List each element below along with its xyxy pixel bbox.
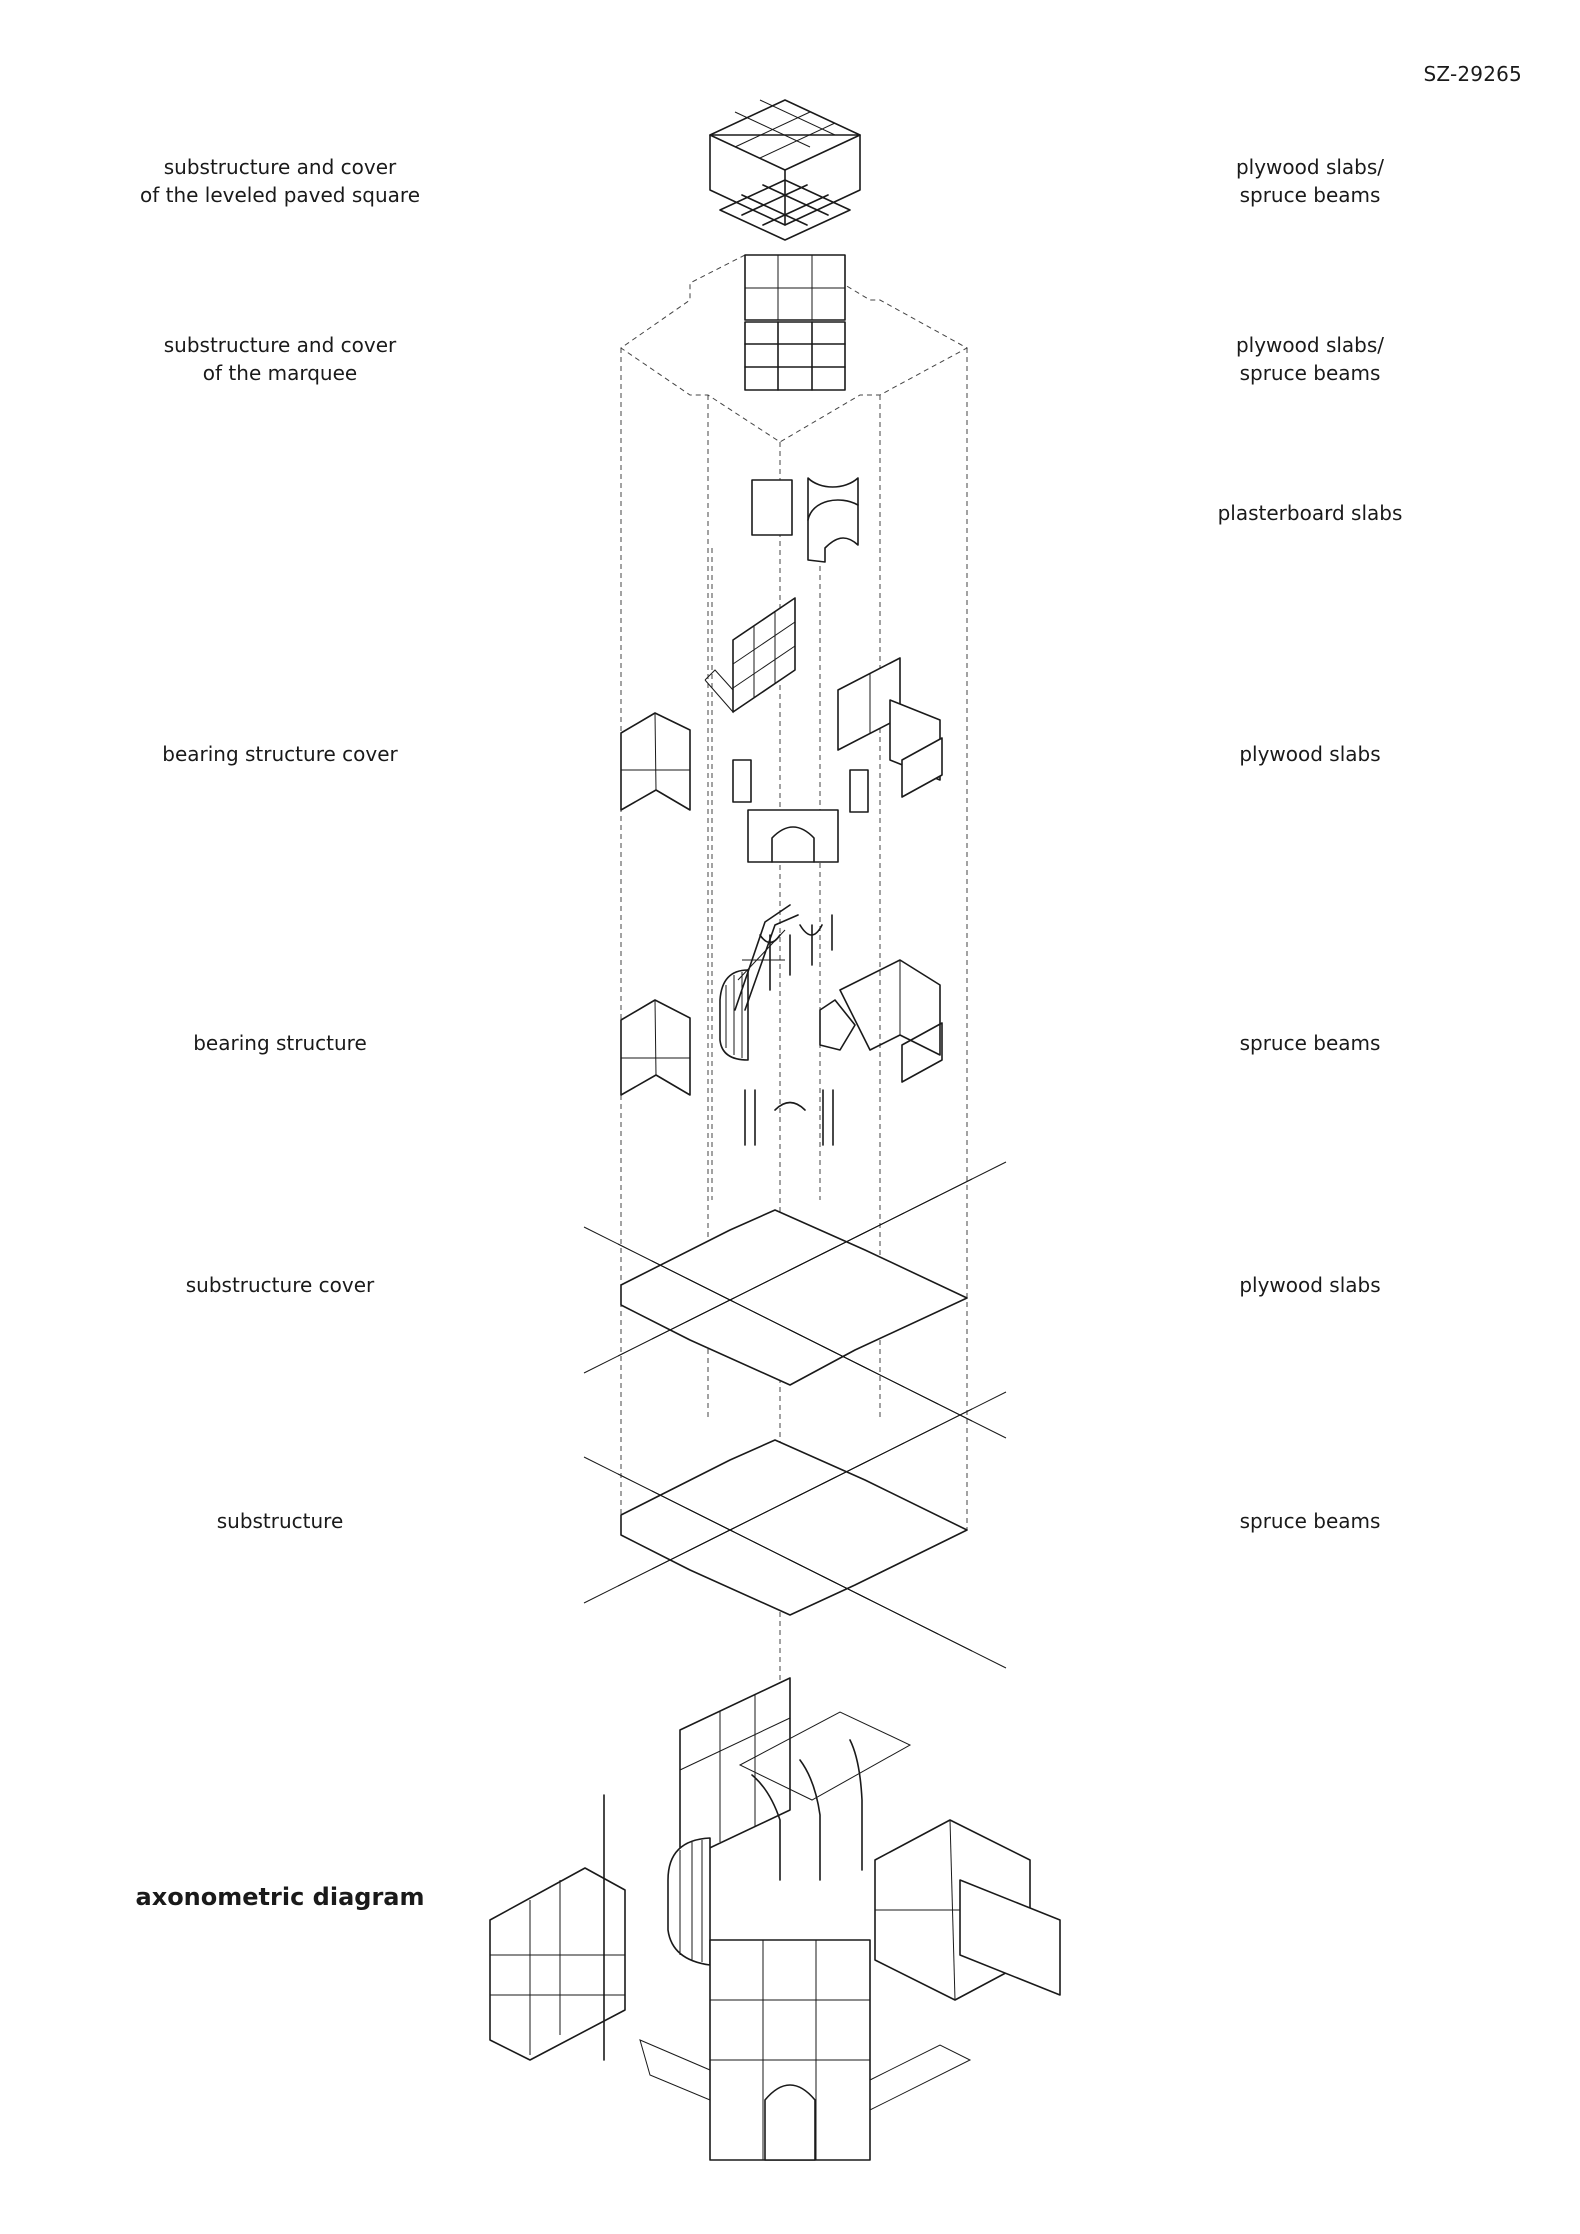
substructure-layer [583, 1391, 1007, 1669]
plasterboard-layer [751, 477, 859, 563]
layer-label-substructure-cover: substructure cover [185, 1273, 375, 1297]
material-label-substructure-cover: plywood slabs [1239, 1273, 1381, 1297]
material-label-bearing-structure-cover: plywood slabs [1239, 742, 1381, 766]
material-label-bearing-structure: spruce beams [1239, 1031, 1381, 1055]
axonometric-title: axonometric diagram [135, 1883, 425, 1911]
marquee-layer [620, 254, 969, 443]
material-label-plasterboard: plasterboard slabs [1217, 501, 1403, 525]
layer-label-paved-square: substructure and cover of the leveled pa… [139, 155, 420, 207]
assembled-axonometric [489, 1677, 1061, 2161]
material-label-substructure: spruce beams [1239, 1509, 1381, 1533]
paved-square-layer [709, 99, 861, 241]
layer-label-bearing-structure: bearing structure [193, 1031, 367, 1055]
layer-label-marquee: substructure and cover of the marquee [163, 333, 397, 385]
bearing-structure-layer [620, 904, 943, 1146]
bearing-cover-layer [620, 597, 943, 863]
layer-label-substructure: substructure [216, 1509, 344, 1533]
substructure-cover-layer [583, 1161, 1007, 1439]
material-label-marquee: plywood slabs/ spruce beams [1235, 333, 1385, 385]
layer-label-bearing-structure-cover: bearing structure cover [162, 742, 398, 766]
material-label-paved-square: plywood slabs/ spruce beams [1235, 155, 1385, 207]
sheet-id: SZ-29265 [1423, 62, 1522, 86]
